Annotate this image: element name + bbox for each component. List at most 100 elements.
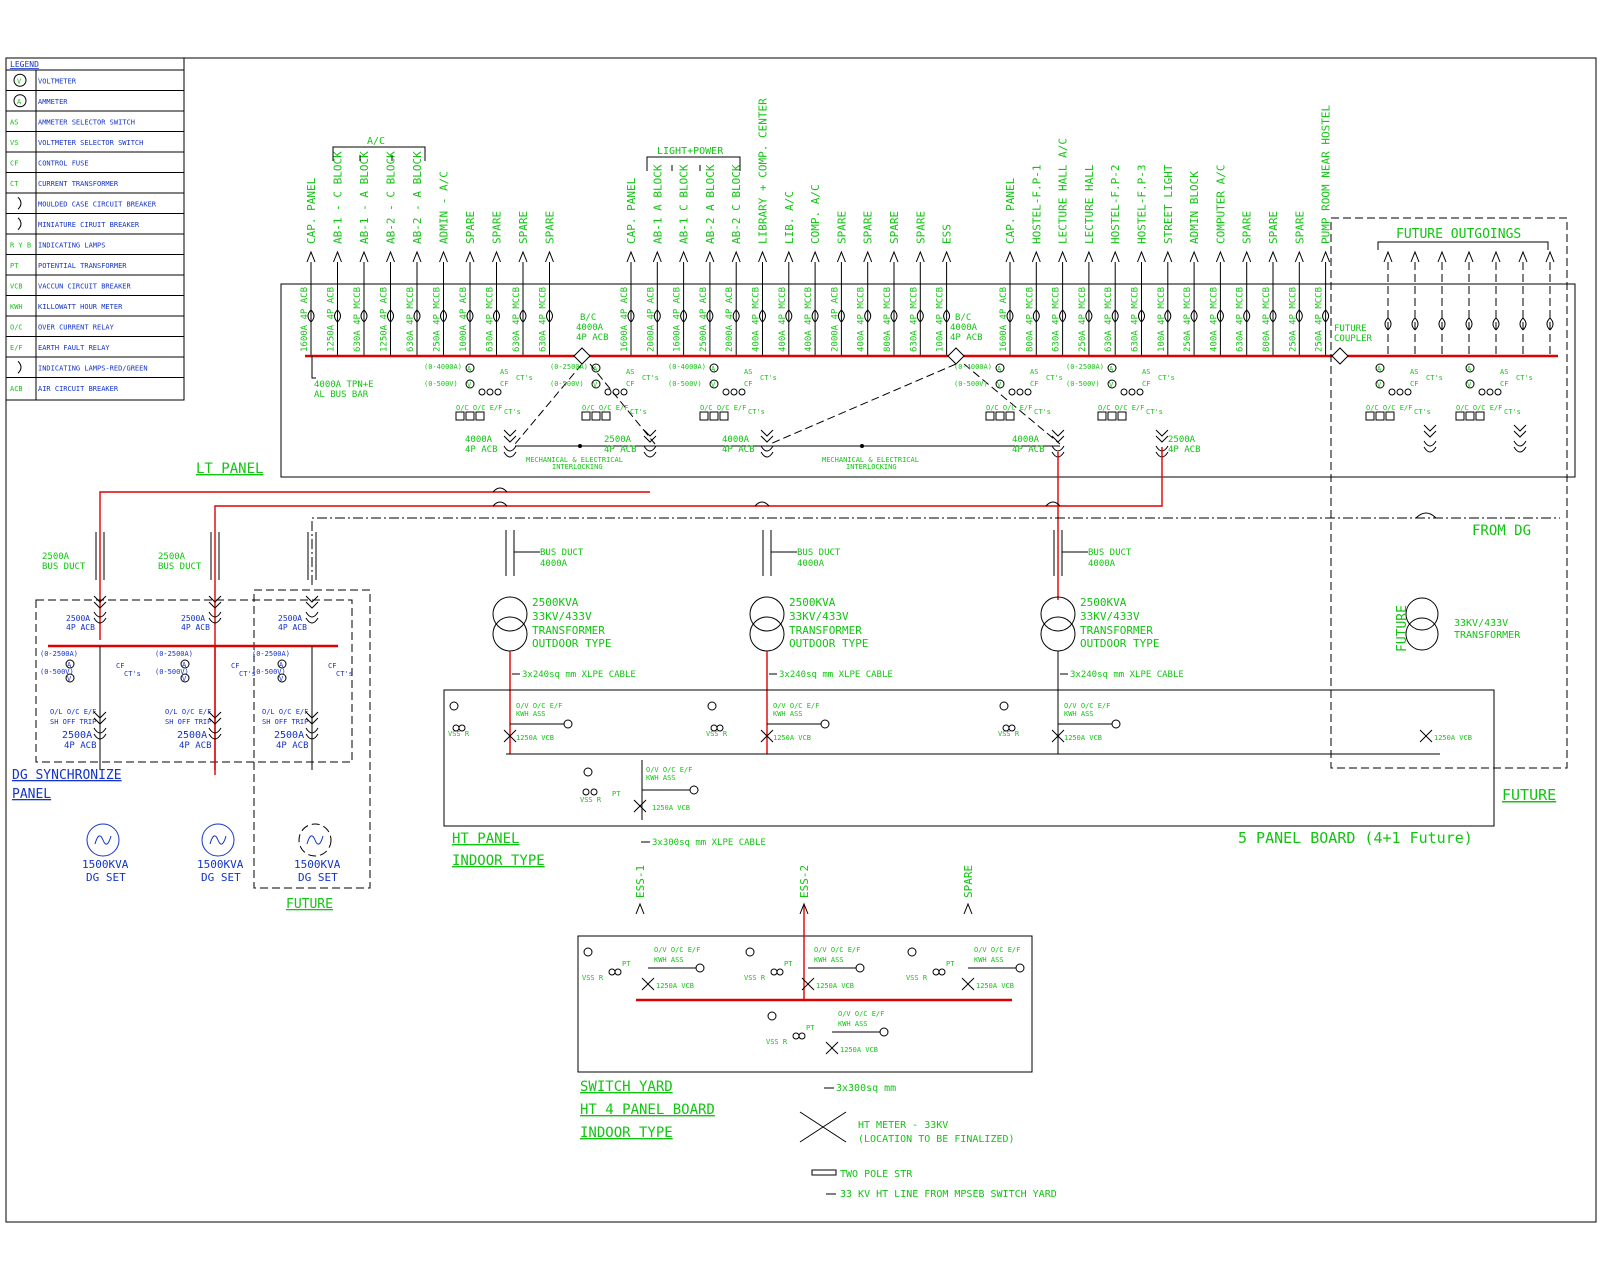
cts-label-2-1: CT's — [630, 408, 647, 416]
future-outgoing-breaker-b — [1492, 317, 1497, 331]
lamp-y-5 — [1396, 388, 1404, 396]
feeder-breaker-c-11 — [1298, 309, 1303, 323]
dg-acb-top-2-d — [305, 617, 319, 624]
feeder-name-a-2: AB-1 - A BLOCK — [358, 151, 371, 244]
ht-panel-title-2: INDOOR TYPE — [452, 853, 545, 869]
ht-vcb-b-1 — [760, 729, 774, 743]
feeder-rating-b-6: 400A 4P MCCB — [778, 287, 788, 352]
feeder-name-c-3: LECTURE HALL — [1083, 164, 1096, 244]
sy-vcb-label-1: 1250A VCB — [816, 982, 854, 990]
transformer-type2-2: OUTDOOR TYPE — [1080, 637, 1159, 650]
cable-label-1: 3x240sq mm XLPE CABLE — [779, 670, 893, 680]
legend-symbol-3: VS — [10, 139, 18, 147]
dg-acb-top-1-d — [208, 617, 222, 624]
ht-out-cable: 3x300sq mm XLPE CABLE — [652, 838, 766, 848]
voltmeter-5 — [1375, 379, 1385, 389]
dg-cf-1: CF — [231, 662, 239, 670]
feeder-arrow — [1464, 250, 1474, 263]
feeder-arrow — [1545, 250, 1555, 263]
feeder-name-b-4: AB-2 C BLOCK — [730, 164, 743, 244]
ht-out-pt: PT — [612, 790, 621, 798]
incomer-acb-1-c — [643, 445, 657, 452]
dg-trip-0: SH OFF TRIP — [50, 718, 96, 726]
sy-pt-a-1 — [770, 968, 778, 976]
dg-voltmeter-2 — [277, 673, 287, 683]
tr-duct-rating-1: 4000A — [797, 559, 825, 569]
legend-label-2: AMMETER SELECTOR SWITCH — [38, 118, 135, 126]
ht-relays-0: O/V O/C E/F — [516, 702, 562, 710]
lamp-r-6 — [1478, 388, 1486, 396]
future-outgoing-breaker — [1522, 317, 1527, 331]
feeder-name-c-0: CAP. PANEL — [1004, 177, 1017, 244]
feeder-breaker-c-7 — [1193, 309, 1198, 323]
sy-vss-0: VSS R — [582, 974, 604, 982]
legend-label-7: MINIATURE CIRUIT BREAKER — [38, 221, 140, 229]
legend-symbol-10: VCB — [10, 282, 23, 290]
relay-box-0-2 — [475, 411, 485, 421]
feeder-rating-c-4: 630A 4P MCCB — [1104, 287, 1114, 352]
incomer-acb-2-d — [760, 451, 774, 458]
future-incomer-0-d — [1423, 446, 1437, 453]
sy-pt-3: PT — [806, 1024, 815, 1032]
lamp-y-3 — [1016, 388, 1024, 396]
transformer-type-1: TRANSFORMER — [789, 624, 862, 637]
dg-acb-bot-rating-2: 2500A — [274, 730, 304, 741]
incomer-rating-3: 4000A — [1012, 435, 1040, 445]
as-label-4: AS — [1142, 368, 1150, 376]
cable-label-0: 3x240sq mm XLPE CABLE — [522, 670, 636, 680]
feeder-arrow — [359, 250, 369, 263]
feeder-name-a-8: SPARE — [517, 211, 530, 244]
dg-acb-top-0 — [93, 595, 107, 603]
future-outgoing-2 — [1437, 250, 1447, 356]
feeder-rating-b-5: 400A 4P MCCB — [752, 287, 762, 352]
feeder-name-b-11: SPARE — [914, 211, 927, 244]
as-label-1: AS — [626, 368, 634, 376]
feeder-arrow — [731, 250, 741, 263]
bus-coupler-2-b: 4000A — [950, 323, 978, 333]
dg-cts-0: CT's — [124, 670, 141, 678]
dg-kva-0: 1500KVA — [82, 858, 129, 871]
from-dg-line — [311, 517, 1560, 585]
interlock-label-1: MECHANICAL & ELECTRICAL — [526, 456, 623, 464]
future-transformer-label: FUTURE — [1395, 605, 1410, 652]
tr-duct-label-1: BUS DUCT — [797, 548, 841, 558]
dg-ammeter-1 — [180, 659, 190, 669]
ammeter-5 — [1375, 363, 1385, 373]
tr-duct-label-2: BUS DUCT — [1088, 548, 1132, 558]
feeder-breaker-b-0 — [630, 309, 635, 323]
dg-acb-bot-1-c — [208, 727, 222, 734]
legend-title: LEGEND — [10, 60, 39, 69]
dg-set-0: DG SET — [86, 871, 126, 884]
dg-acb-bot-2-c — [305, 727, 319, 734]
dg-relays-0: O/L O/C E/F — [50, 708, 96, 716]
legend-symbol-14 — [17, 360, 22, 374]
future-outgoing-breaker-b — [1465, 317, 1470, 331]
feeder-arrow — [1084, 250, 1094, 263]
feeder-breaker-b-6-b — [785, 309, 790, 323]
bus-duct-dg1-a: 2500A — [42, 552, 70, 562]
voltmeter-4 — [1107, 379, 1117, 389]
feeder-arrow — [784, 250, 794, 263]
future-outgoing-breaker — [1414, 317, 1419, 331]
feeder-breaker-b-8-b — [837, 309, 842, 323]
sy-feeder-name-2: SPARE — [962, 865, 975, 898]
dg-cts-2: CT's — [336, 670, 353, 678]
future-outgoing-breaker — [1549, 317, 1554, 331]
